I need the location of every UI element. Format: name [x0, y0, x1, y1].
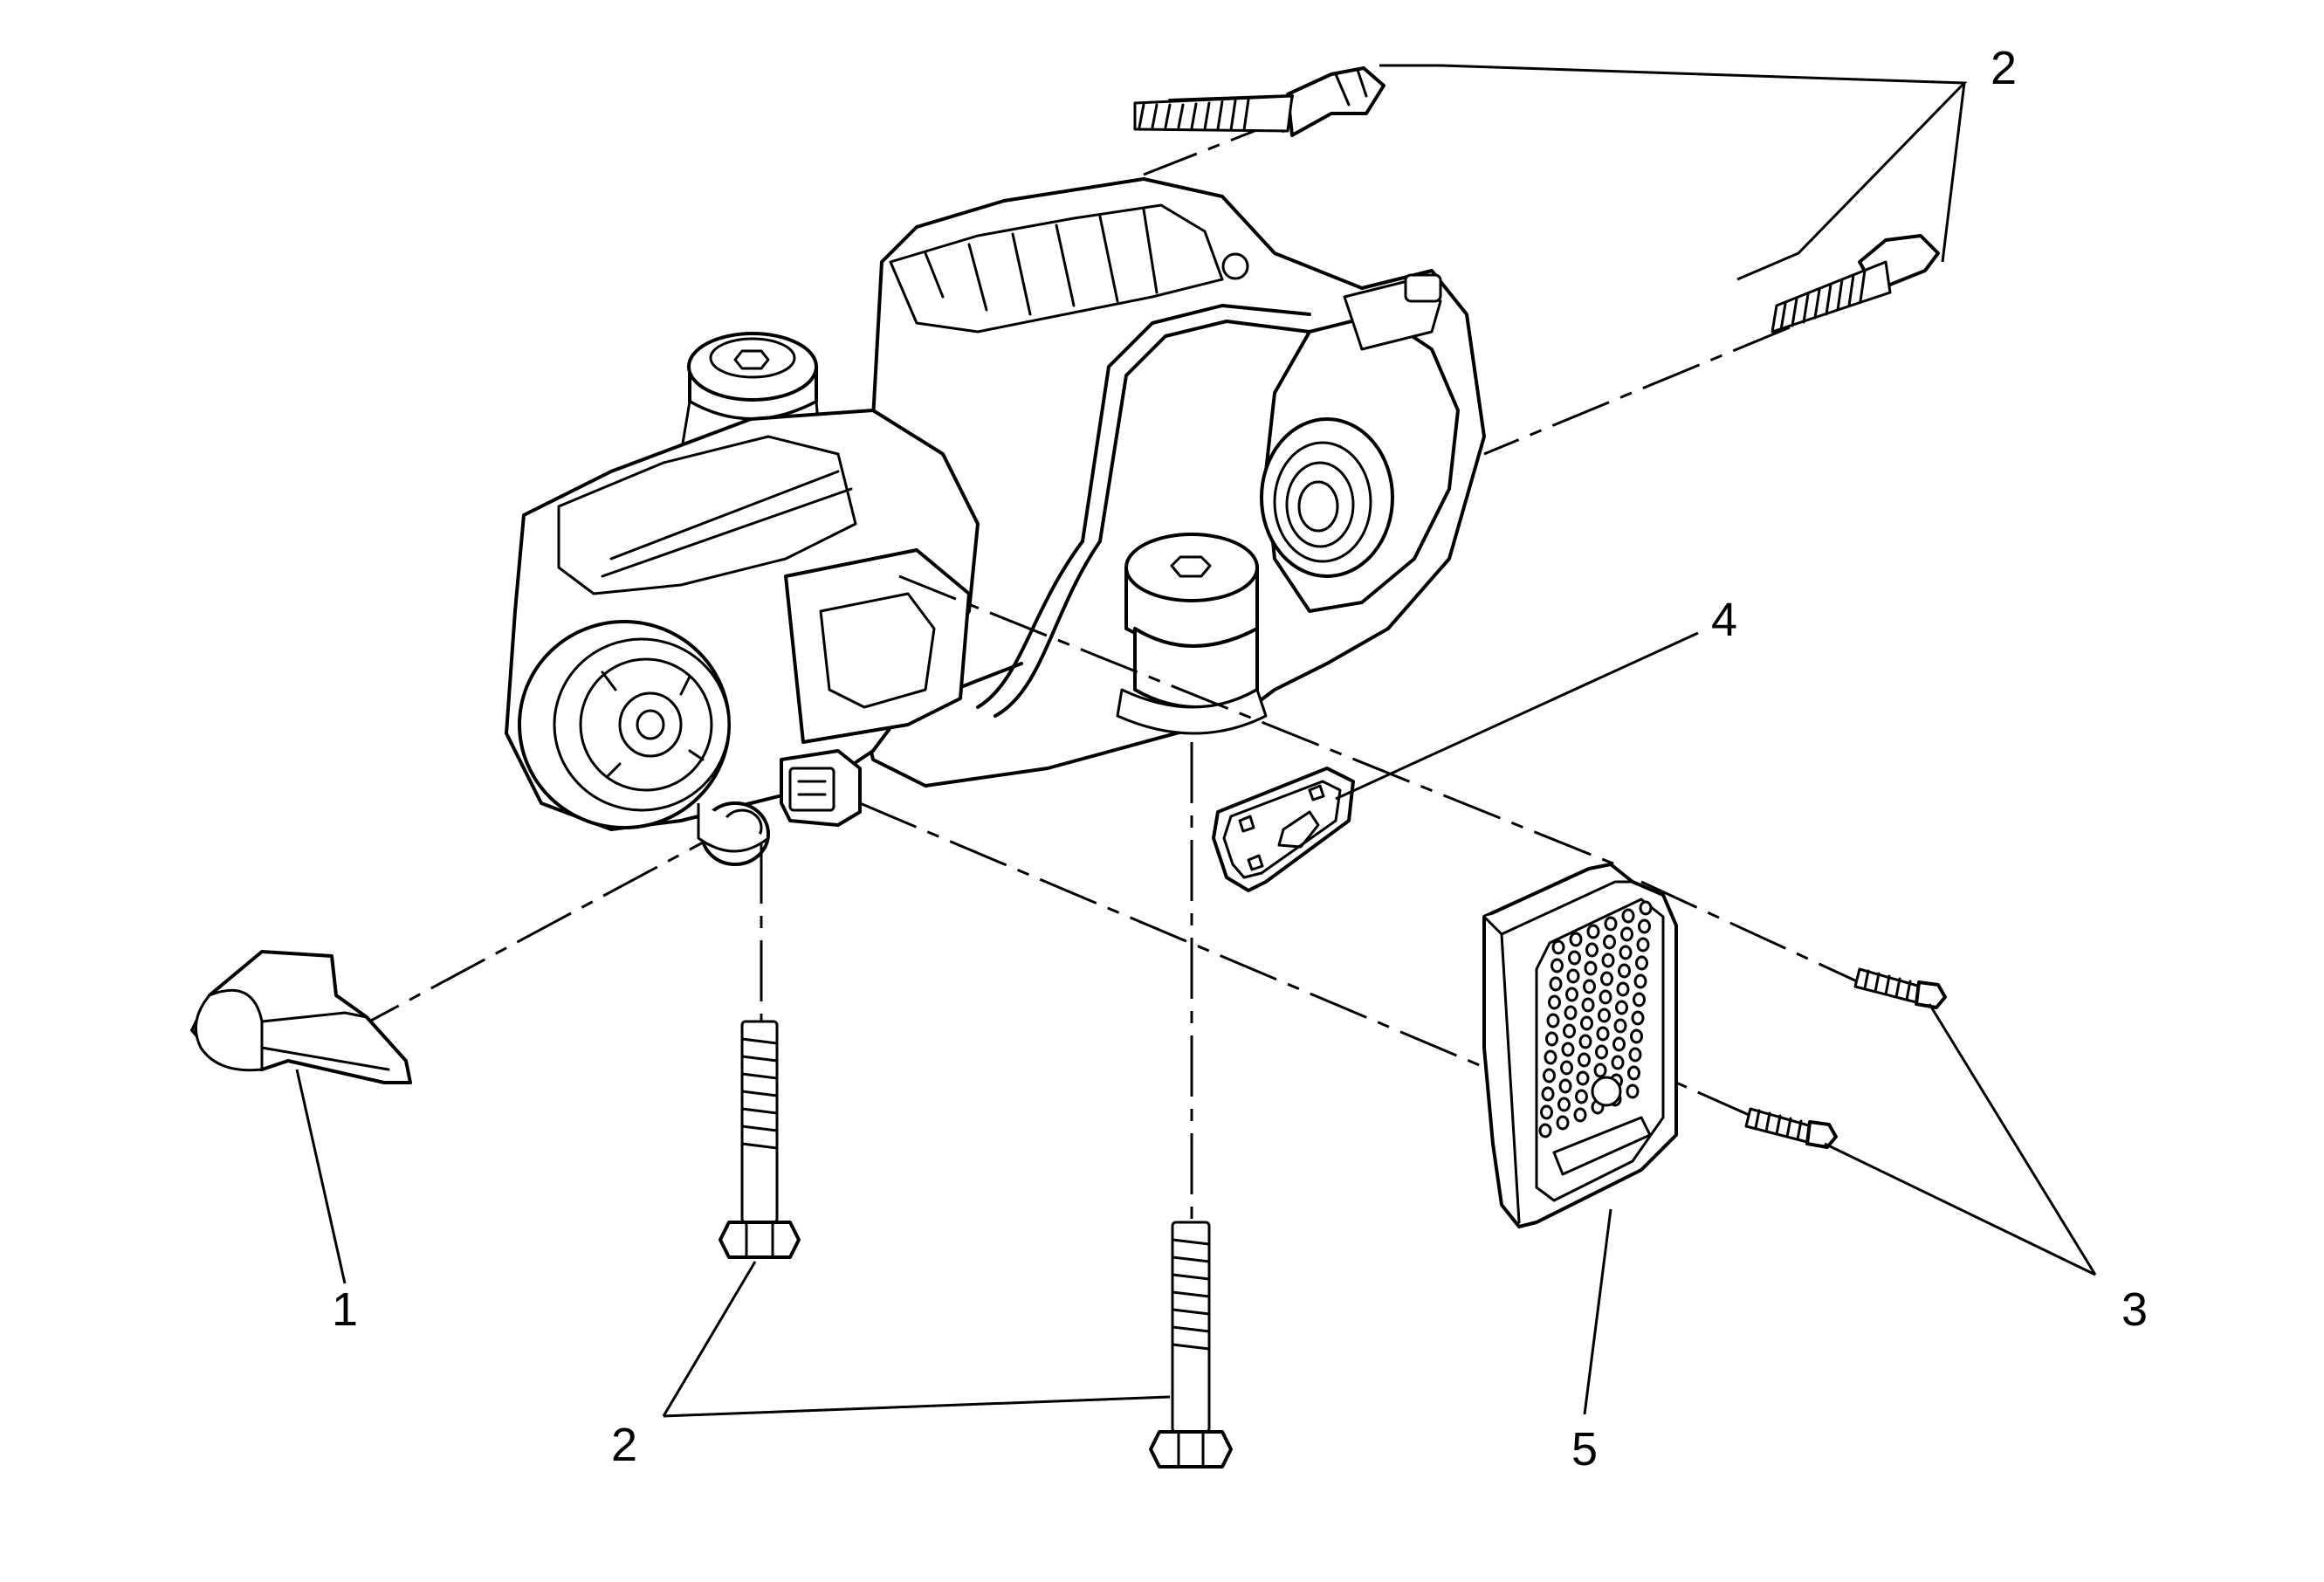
- vent-hole: [1583, 979, 1596, 994]
- cover-screw-upper: [1853, 967, 1947, 1009]
- rear-cover: [1482, 863, 1678, 1228]
- vent-hole: [1596, 1026, 1610, 1042]
- vent-hole: [1639, 900, 1653, 916]
- vent-hole: [1621, 908, 1635, 924]
- assembly-center-lines: [344, 116, 1869, 1222]
- vent-hole: [1638, 918, 1651, 934]
- vent-hole: [1548, 994, 1561, 1010]
- vent-hole: [1558, 1078, 1572, 1094]
- vent-hole: [1620, 926, 1633, 942]
- mount-bolt-bottom-left: [719, 1020, 801, 1259]
- heat-shield: [190, 950, 412, 1084]
- vent-hole: [1619, 945, 1633, 960]
- vent-hole: [1549, 976, 1563, 992]
- mount-bolt-top-right: [1771, 234, 1940, 334]
- vent-hole: [1566, 968, 1580, 984]
- callout-leader-lines: [295, 64, 2097, 1418]
- vent-hole: [1604, 916, 1618, 932]
- vent-hole: [1568, 950, 1581, 966]
- vent-hole: [1612, 1036, 1626, 1052]
- callout-label-2-bottom: 2: [610, 1419, 638, 1471]
- vent-hole: [1578, 1052, 1591, 1068]
- vent-hole: [1576, 1070, 1590, 1086]
- vent-hole: [1598, 1008, 1611, 1023]
- vent-hole: [1633, 973, 1647, 989]
- cover-screw-lower: [1744, 1107, 1838, 1149]
- callout-label-1: 1: [331, 1283, 359, 1336]
- center-mount-bushing: [1116, 533, 1268, 735]
- vent-hole: [1636, 937, 1650, 953]
- vent-hole: [1627, 1065, 1640, 1081]
- vent-hole: [1603, 934, 1616, 950]
- vent-hole: [1560, 1060, 1573, 1076]
- vent-hole: [1600, 971, 1613, 987]
- callout-label-3: 3: [2121, 1283, 2149, 1336]
- vent-hole: [1599, 989, 1612, 1005]
- mount-bolt-bottom-right: [1149, 1221, 1233, 1469]
- vent-hole: [1545, 1031, 1558, 1047]
- vent-hole: [1586, 924, 1600, 939]
- vent-hole: [1540, 1104, 1553, 1120]
- vent-hole: [1578, 1034, 1592, 1049]
- vent-hole: [1631, 1010, 1645, 1026]
- vent-hole: [1630, 1028, 1643, 1044]
- vent-hole: [1563, 1023, 1576, 1039]
- vent-hole: [1580, 1015, 1593, 1031]
- vent-hole: [1569, 932, 1583, 947]
- vent-hole: [1601, 953, 1615, 968]
- vent-hole: [1628, 1047, 1642, 1063]
- vent-hole: [1615, 1000, 1628, 1015]
- cover-vent-grid: [1538, 900, 1653, 1138]
- vent-hole: [1575, 1089, 1588, 1104]
- vent-hole: [1573, 1107, 1587, 1123]
- vent-hole: [1541, 1086, 1555, 1102]
- vent-hole: [1633, 992, 1646, 1008]
- vent-hole: [1584, 960, 1598, 976]
- cover-gasket: [1212, 767, 1355, 892]
- vent-hole: [1550, 958, 1564, 973]
- vent-hole: [1626, 1083, 1640, 1099]
- vent-hole: [1557, 1097, 1571, 1112]
- vent-hole: [1556, 1115, 1570, 1131]
- vent-hole: [1595, 1044, 1608, 1060]
- vent-hole: [1616, 981, 1630, 997]
- electrical-connector: [780, 749, 862, 827]
- vent-hole: [1543, 1068, 1556, 1083]
- vent-hole: [1551, 939, 1565, 955]
- vent-hole: [1613, 1018, 1627, 1034]
- vent-hole: [1546, 1013, 1560, 1028]
- vent-hole: [1565, 987, 1578, 1002]
- callout-label-5: 5: [1571, 1423, 1599, 1475]
- vent-hole: [1538, 1123, 1552, 1138]
- callout-label-4: 4: [1710, 594, 1738, 646]
- vent-hole: [1585, 942, 1599, 958]
- vent-hole: [1561, 1042, 1575, 1057]
- vent-hole: [1581, 997, 1595, 1013]
- pinion-flange: [518, 620, 731, 829]
- callout-label-2-top: 2: [1990, 42, 2018, 94]
- vent-hole: [1611, 1055, 1625, 1070]
- vent-hole: [1564, 1005, 1578, 1021]
- front-carrier-section: [505, 409, 980, 866]
- vent-hole: [1544, 1049, 1557, 1065]
- vent-hole: [1618, 963, 1631, 979]
- mount-bolt-top-left: [1133, 66, 1385, 137]
- vent-hole: [1635, 955, 1648, 971]
- differential-housing: [679, 177, 1486, 788]
- vent-hole: [1593, 1063, 1607, 1078]
- lower-mount-bushing: [697, 801, 770, 866]
